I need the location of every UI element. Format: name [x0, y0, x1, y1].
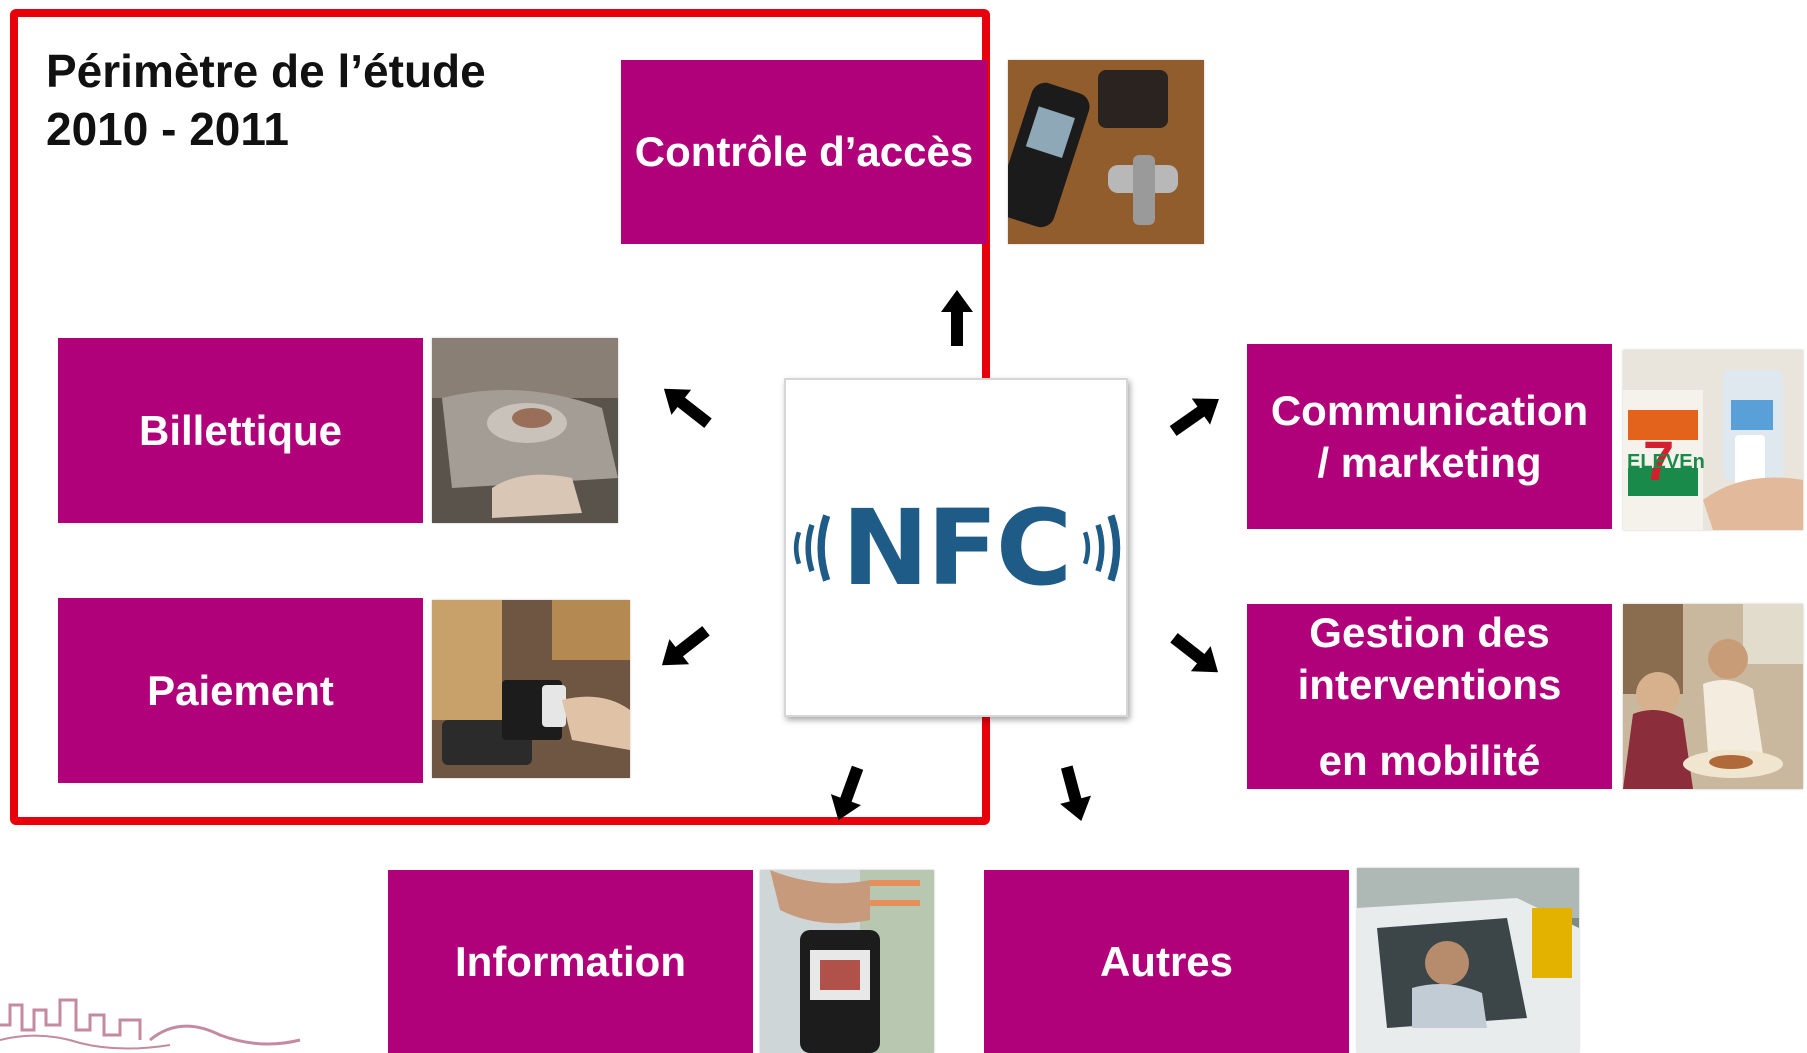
box-autres-label: Autres: [1099, 937, 1234, 985]
arrow-to-billettique-icon: [652, 373, 721, 439]
box-paiement-label: Paiement: [147, 666, 334, 714]
box-billettique-label: Billettique: [138, 406, 342, 454]
nfc-center-logo: NFC: [784, 378, 1128, 717]
box-communication-line2: / marketing: [1317, 438, 1542, 486]
arrow-to-gestion-icon: [1162, 622, 1231, 688]
photo-car-driver: [1357, 868, 1579, 1053]
box-gestion-line2: interventions: [1297, 660, 1562, 708]
box-paiement: Paiement: [58, 598, 423, 783]
box-billettique: Billettique: [58, 338, 423, 523]
seven-digit: 7: [1643, 429, 1674, 492]
nfc-waves-left-icon: [793, 513, 831, 582]
box-gestion-line1: Gestion des: [1309, 608, 1550, 656]
photo-phone-door-lock: [1008, 60, 1204, 244]
photo-home-care: [1623, 604, 1803, 789]
scope-title-line2: 2010 - 2011: [46, 103, 290, 155]
nfc-label: NFC: [841, 486, 1072, 609]
city-skyline-logo-icon: [0, 998, 301, 1050]
nfc-waves-right-icon: [1083, 513, 1121, 582]
box-communication-marketing: Communication / marketing: [1247, 344, 1612, 529]
box-autres: Autres: [984, 870, 1349, 1053]
photo-phone-tag: [760, 870, 934, 1053]
photo-transit-gate: [432, 338, 618, 523]
photo-seven-eleven: 7 ELEVEn: [1623, 350, 1803, 530]
box-controle-label: Contrôle d’accès: [634, 128, 974, 175]
photo-shop-payment: [432, 600, 630, 778]
box-gestion-line3: en mobilité: [1318, 736, 1541, 784]
box-information: Information: [388, 870, 753, 1053]
arrow-to-paiement-icon: [650, 615, 719, 681]
box-controle-acces: Contrôle d’accès: [621, 60, 987, 244]
arrow-to-information-icon: [820, 761, 877, 827]
seven-eleven-word: ELEVEn: [1627, 451, 1705, 473]
box-gestion-interventions: Gestion des interventions en mobilité: [1247, 604, 1612, 789]
box-information-label: Information: [455, 937, 686, 985]
arrow-to-autres-icon: [1047, 762, 1100, 826]
scope-title: Périmètre de l’étude 2010 - 2011: [46, 42, 606, 158]
scope-title-line1: Périmètre de l’étude: [46, 45, 486, 97]
box-communication-line1: Communication: [1270, 386, 1589, 434]
arrow-to-controle-icon: [937, 290, 977, 346]
arrow-to-communication-icon: [1162, 383, 1231, 448]
